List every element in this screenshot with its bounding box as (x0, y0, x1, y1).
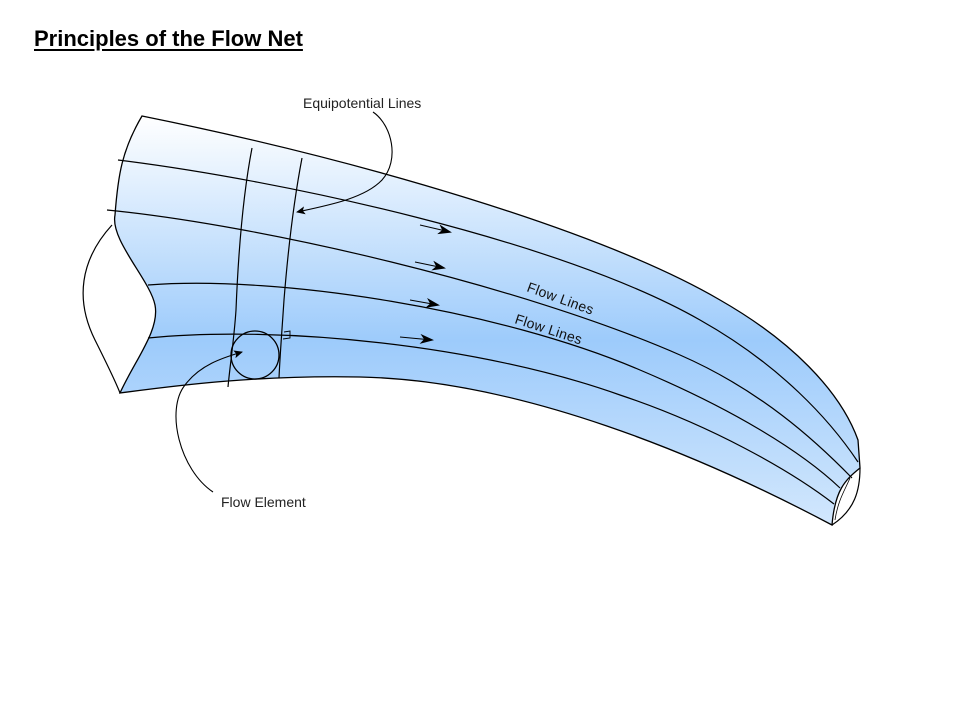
right-end-cap (831, 467, 861, 526)
equipotential-line-2 (278, 157, 303, 379)
flow-arrow-2 (414, 260, 446, 271)
equipotential-line-1 (227, 147, 253, 388)
equipotential-callout (296, 111, 393, 215)
flow-line-1 (117, 159, 859, 463)
right-end-edge (834, 477, 851, 521)
flow-line-3 (147, 282, 841, 489)
flow-arrow-1 (419, 224, 452, 235)
flow-arrow-4 (399, 333, 434, 344)
flow-arrow-3 (409, 297, 440, 308)
right-angle-marker (282, 330, 291, 340)
left-end-curve (82, 224, 121, 394)
flow-element-label: Flow Element (221, 494, 306, 510)
flow-element-callout (175, 350, 243, 493)
equipotential-lines-label: Equipotential Lines (303, 95, 421, 111)
page-title: Principles of the Flow Net (34, 26, 303, 51)
